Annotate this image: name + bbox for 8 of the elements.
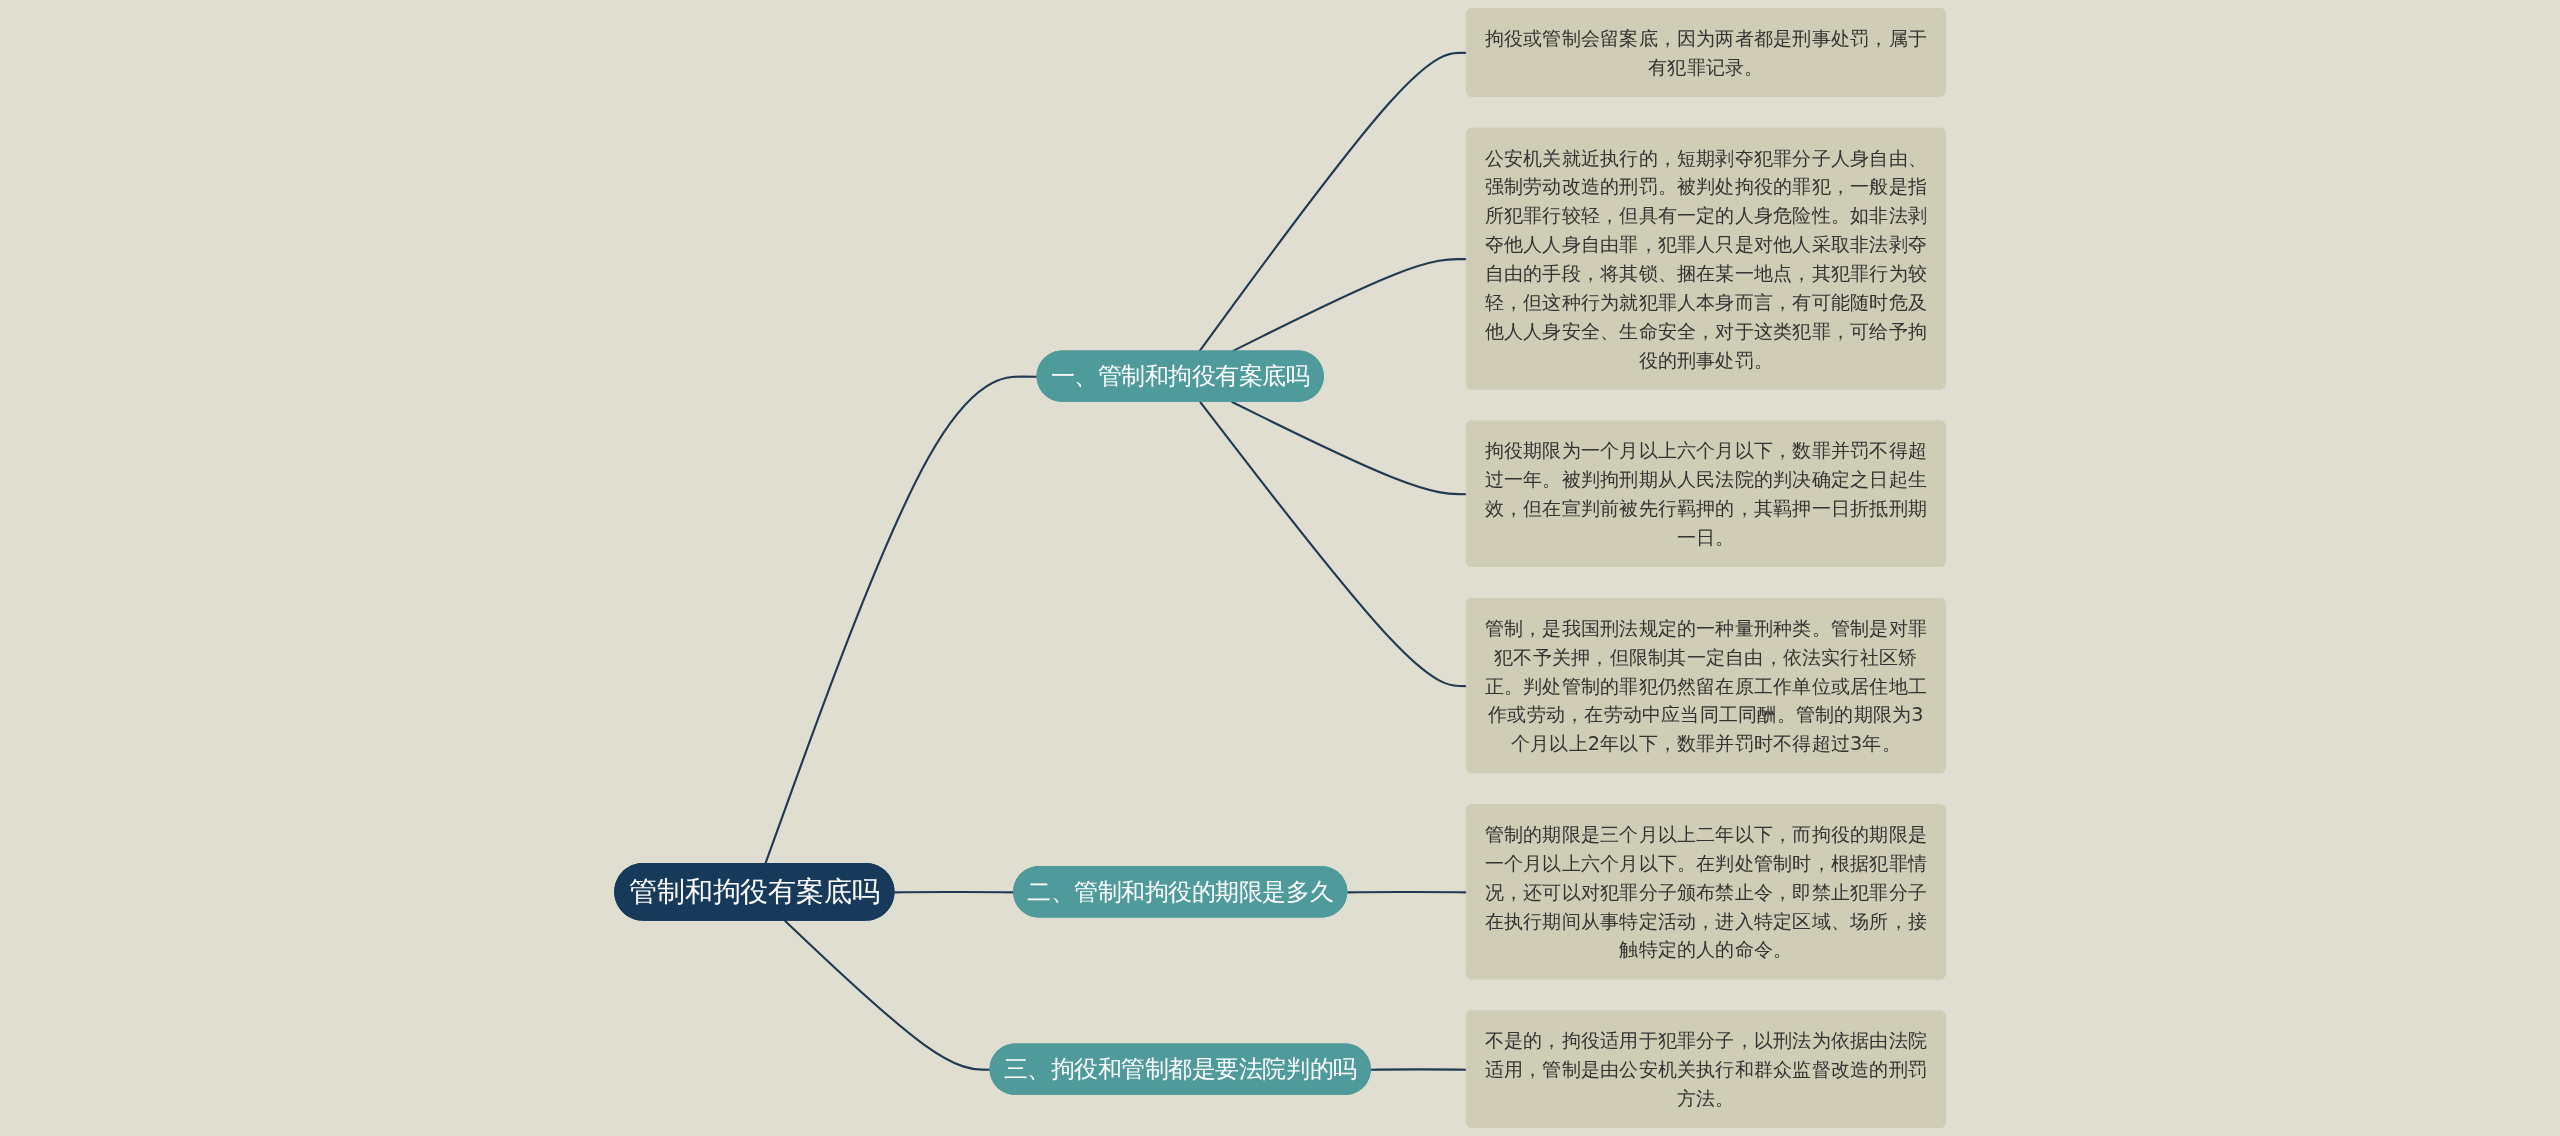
connector (1347, 890, 1467, 894)
connector (764, 375, 1038, 865)
connector (1199, 401, 1467, 688)
connector (1231, 258, 1467, 353)
connector (1231, 400, 1467, 496)
connector (1370, 1068, 1467, 1071)
connector (784, 919, 991, 1071)
connector (1198, 51, 1467, 353)
